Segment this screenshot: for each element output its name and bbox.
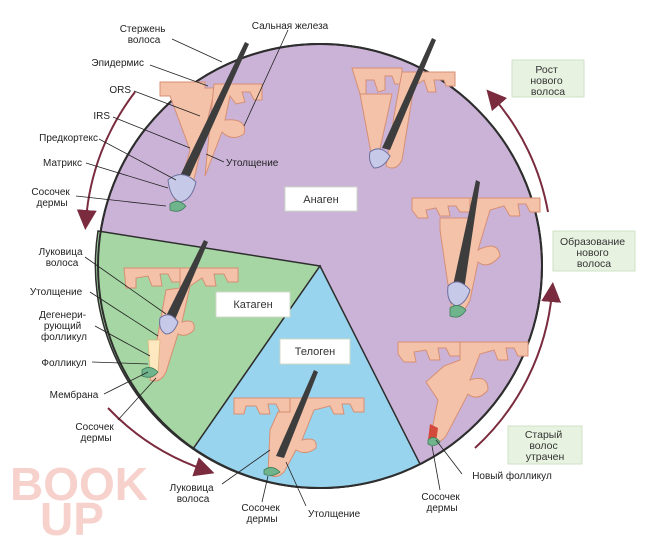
old-hair-lost-line-1: Старый [525, 429, 563, 441]
label-ors: ORS [109, 85, 131, 96]
new-hair-growth-box: Рост нового волоса [511, 59, 585, 98]
telogen-label-box: Телоген [279, 338, 351, 365]
label-thickening-3: Утолщение [308, 509, 361, 520]
svg-text:Старый волос утрач: Старый волос утрачен [525, 429, 565, 463]
label-dermal-papilla-3-a: Сосочек [241, 503, 280, 514]
label-degenerating-3: фолликул [41, 331, 87, 343]
label-sebaceous-gland: Сальная железа [252, 21, 329, 32]
anagen-follicle-main [159, 42, 263, 212]
catagen-follicle [123, 240, 239, 382]
svg-text:Образование нового: Образование нового волоса [560, 236, 628, 270]
label-dermal-papilla-4-a: Сосочек [421, 492, 460, 503]
label-new-follicle: Новый фолликул [472, 470, 552, 482]
anagen-label-box: Анаген [284, 186, 358, 212]
telogen-label: Телоген [295, 346, 335, 358]
anagen-follicle-formation [411, 180, 541, 318]
svg-text:BOOK: BOOK [10, 458, 148, 510]
old-hair-lost-box: Старый волос утрачен [507, 425, 583, 465]
cycle-arrow-top-left [76, 91, 136, 230]
svg-text:UP: UP [40, 493, 104, 545]
svg-text:Сосочек дермы: Сосочек дермы [241, 503, 282, 525]
label-hair-bulb-2-a: Луковица [170, 483, 214, 494]
label-dermal-papilla-1-a: Сосочек [31, 187, 70, 198]
svg-text:Дегенери- рующий фолли: Дегенери- рующий фолликул [39, 310, 89, 343]
old-hair-lost-line-3: утрачен [526, 451, 565, 463]
svg-text:Луковица волоса: Луковица волоса [170, 483, 217, 505]
new-hair-growth-line-3: волоса [531, 86, 565, 98]
cycle-arrow-top-right [486, 89, 549, 213]
label-dermal-papilla-3-b: дермы [246, 514, 277, 525]
svg-text:Луковица волоса: Луковица волоса [39, 247, 86, 269]
new-follicle-group [397, 341, 529, 446]
label-dermal-papilla-4-b: дермы [426, 503, 457, 514]
new-hair-formation-box: Образование нового волоса [552, 230, 636, 272]
label-degenerating-2: рующий [44, 321, 81, 332]
old-hair-lost-line-2: волос [529, 440, 557, 452]
label-shaft-1: Стержень [120, 24, 166, 35]
new-hair-formation-line-1: Образование [560, 236, 625, 248]
svg-text:Сосочек дермы: Сосочек дермы [75, 422, 116, 444]
label-membrane: Мембрана [50, 389, 99, 401]
anagen-follicle-growth [351, 38, 456, 169]
label-epidermis: Эпидермис [91, 58, 144, 69]
label-hair-bulb-2-b: волоса [177, 494, 210, 505]
leader-lines [75, 29, 463, 507]
label-dermal-papilla-2-b: дермы [80, 433, 111, 444]
label-hair-bulb-1-a: Луковица [39, 247, 83, 258]
catagen-label: Катаген [233, 299, 272, 311]
bookup-watermark-logo: BOOK UP [10, 458, 148, 545]
label-matrix: Матрикс [43, 158, 82, 169]
label-thickening-1: Утолщение [226, 158, 279, 169]
new-hair-formation-line-3: волоса [577, 258, 611, 270]
label-hair-bulb-1-b: волоса [46, 258, 79, 269]
catagen-label-box: Катаген [215, 291, 291, 318]
label-irs: IRS [93, 111, 110, 122]
label-thickening-2: Утолщение [30, 287, 83, 298]
telogen-follicle [233, 370, 365, 478]
cycle-arrow-bottom-right [474, 282, 562, 449]
svg-text:Стержень волоса: Стержень волоса [120, 24, 169, 46]
svg-text:Сосочек дермы: Сосочек дермы [421, 492, 462, 514]
svg-text:Рост нового волоса: Рост нового волоса [530, 64, 565, 98]
anagen-label: Анаген [303, 194, 339, 206]
label-dermal-papilla-1-b: дермы [36, 198, 67, 209]
cycle-arrow-bottom-left [107, 407, 215, 477]
new-hair-formation-line-2: нового [576, 247, 609, 259]
new-hair-growth-line-1: Рост [535, 64, 558, 76]
label-degenerating-1: Дегенери- [39, 310, 86, 321]
label-precortex: Предкортекс [39, 133, 98, 144]
svg-text:Сосочек дермы: Сосочек дермы [31, 187, 72, 209]
label-follicle: Фолликул [41, 358, 86, 369]
new-hair-growth-line-2: нового [530, 75, 563, 87]
label-dermal-papilla-2-a: Сосочек [75, 422, 114, 433]
label-shaft-2: волоса [128, 35, 161, 46]
